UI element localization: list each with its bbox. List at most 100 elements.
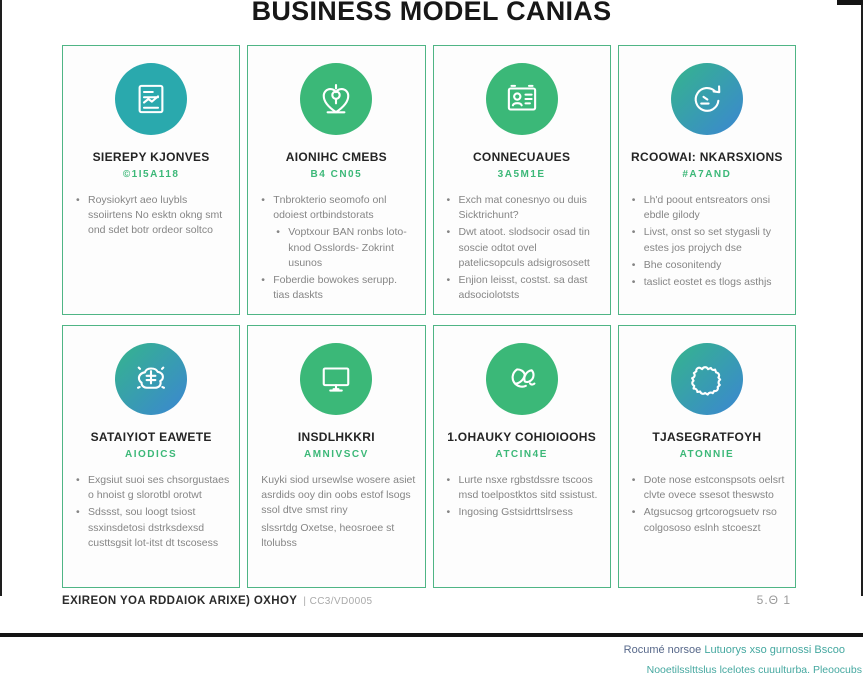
card-title: INSDLHKKRI — [297, 430, 375, 444]
heart-icon — [300, 63, 373, 135]
bullet-text: Dote nose estconspsots oelsrt clvte ovec… — [643, 474, 785, 502]
bullet-text: Tnbrokterio seomofo onl odoiest ortbinds… — [273, 194, 387, 222]
bullet-text: Roysiokyrt aeo luybls ssoiirtens No eskt… — [88, 194, 223, 237]
card-subtitle: ATONNIE — [679, 449, 735, 460]
bullet-item: • Exch mat conesnyo ou duis Sicktrichunt? — [447, 193, 601, 223]
footer-code: | CC3/VD0005 — [303, 596, 373, 607]
bullet-dot: • — [76, 474, 80, 486]
bullet-text: Dwt atoot. slodsocir osad tin soscie odt… — [458, 226, 590, 269]
bullet-item: • Bhe cosonitendy — [632, 258, 786, 273]
card-bullet-list: • Exgsiut suoi ses chsorgustaes o hnoist … — [63, 473, 239, 551]
canvas-card-7: 1.OHAUKY COHIOIOOHS ATCIN4E • Lurte nsxe … — [432, 325, 611, 588]
bullet-dot: • — [446, 474, 451, 486]
canvas-card-5: SATAIYIOT EAWETE AIODICS • Exgsiut suoi s… — [62, 325, 241, 588]
bullet-item: Kuyki siod ursewlse wosere asiet asrdids… — [261, 473, 415, 519]
card-subtitle: AMNIVSCV — [303, 449, 369, 460]
card-bullet-list: • Roysiokyrt aeo luybls ssoiirtens No esk… — [63, 193, 239, 239]
bullet-item: • Voptxour BAN ronbs loto-knod Osslords- … — [276, 225, 415, 271]
canvas-card-1: SIEREPY KJONVES ©1I5A118 • Roysiokyrt aeo… — [62, 45, 241, 315]
bullet-item: • Ingosing Gstsidrttslrsess — [447, 505, 601, 520]
bullet-item: •Dote nose estconspsots oelsrt clvte ove… — [632, 473, 786, 503]
bullet-text: Voptxour BAN ronbs loto-knod Osslords- Z… — [288, 226, 407, 269]
bullet-dot: • — [446, 274, 451, 287]
bullet-item: •Livst, onst so set stygasli ty estes jo… — [632, 225, 786, 255]
page-title: BUSINESS MODEL CANIAS — [251, 0, 612, 26]
note-line-1: Rocumé norsoe Lutuorys xso gurnossi Bsco… — [0, 644, 863, 656]
bullet-text: Livst, onst so set stygasli ty estes jos… — [643, 226, 771, 254]
card-subtitle: #A7AND — [682, 169, 732, 180]
left-edge-line — [0, 0, 2, 596]
note-label: Rocumé norsoe — [623, 644, 702, 656]
footer-page-number: 5.Θ 1 — [756, 593, 791, 607]
top-right-corner-mark — [837, 0, 863, 5]
bullet-item: • Foberdie bowokes serupp. tias daskts — [261, 273, 415, 303]
bullet-text: Foberdie bowokes serupp. tias daskts — [273, 274, 397, 302]
bullet-dot: • — [76, 194, 80, 206]
leaf-icon — [485, 343, 558, 415]
note-link-text: Lutuorys xso gurnossi Bscoo — [704, 644, 845, 656]
bullet-item: • Sdssst, sou loogt tsiost ssxinsdetosi d… — [76, 505, 230, 551]
bullet-text: Kuyki siod ursewlse wosere asiet asrdids… — [261, 474, 416, 517]
card-bullet-list: • Exch mat conesnyo ou duis Sicktrichunt?… — [434, 193, 610, 304]
canvas-card-8: TJASEGRATFOYH ATONNIE •Dote nose estcons… — [617, 325, 796, 588]
bullet-text: taslict eostet es tlogs asthjs — [643, 276, 772, 289]
card-bullet-list: • Lh'd poout entsreators onsi ebdle gilod… — [619, 193, 795, 290]
card-title: TJASEGRATFOYH — [652, 430, 762, 444]
monitor-icon — [300, 343, 373, 415]
card-title: RCOOWAI: NKARSXIONS — [631, 150, 783, 164]
card-subtitle: ATCIN4E — [495, 449, 548, 460]
bullet-dot: • — [446, 506, 451, 519]
card-subtitle: ©1I5A118 — [122, 169, 180, 180]
canvas-card-3: CONNECUAUES 3A5M1E • Exch mat conesnyo ou… — [432, 45, 611, 315]
bullet-item: • Enjion leisst, costst. sa dast adsociol… — [447, 273, 601, 303]
bullet-dot: • — [446, 194, 451, 206]
bullet-text: Ingosing Gstsidrttslrsess — [458, 506, 573, 519]
footer-heading: EXIREON YOA RDDAIOK ARIXE) OXHOY | CC3/VD… — [62, 595, 373, 607]
bullet-item: • Roysiokyrt aeo luybls ssoiirtens No esk… — [76, 193, 230, 239]
bullet-text: Sdssst, sou loogt tsiost ssxinsdetosi ds… — [88, 506, 219, 549]
bullet-text: Lh'd poout entsreators onsi ebdle gilody — [643, 194, 771, 222]
bullet-item: • Tnbrokterio seomofo onl odoiest ortbind… — [261, 193, 415, 223]
card-title: SIEREPY KJONVES — [92, 150, 210, 164]
bullet-text: Lurte nsxe rgbstdssre tscoos msd toelpos… — [458, 474, 598, 502]
canvas-card-6: INSDLHKKRI AMNIVSCV Kuyki siod ursewlse … — [247, 325, 426, 588]
card-subtitle: 3A5M1E — [497, 169, 546, 180]
bullet-item: •taslict eostet es tlogs asthjs — [632, 275, 786, 290]
bullet-dot: • — [631, 194, 636, 206]
canvas-card-4: RCOOWAI: NKARSXIONS #A7AND • Lh'd poout e… — [617, 45, 796, 315]
card-bullet-list: • Tnbrokterio seomofo onl odoiest ortbind… — [248, 193, 424, 304]
bullet-dot: • — [261, 274, 265, 287]
footer-heading-text: EXIREON YOA RDDAIOK ARIXE) OXHOY — [62, 595, 298, 607]
bullet-text: Enjion leisst, costst. sa dast adsociolo… — [458, 274, 588, 302]
card-bullet-list: •Dote nose estconspsots oelsrt clvte ove… — [619, 473, 795, 536]
bullet-item: • Lurte nsxe rgbstdssre tscoos msd toelpo… — [447, 473, 601, 503]
puzzle-icon — [670, 343, 743, 415]
card-bullet-list: Kuyki siod ursewlse wosere asiet asrdids… — [248, 473, 424, 551]
bullet-dot: • — [446, 226, 451, 239]
bullet-item: • Lh'd poout entsreators onsi ebdle gilod… — [632, 193, 786, 223]
canvas-card-2: AIONIHC CMEBS B4 CN05 •Tnbrokterio seomo… — [247, 45, 426, 315]
bullet-item: • Exgsiut suoi ses chsorgustaes o hnoist … — [76, 473, 230, 503]
divider-rule — [0, 633, 863, 637]
card-bullet-list: • Lurte nsxe rgbstdssre tscoos msd toelpo… — [434, 473, 610, 521]
card-subtitle: AIODICS — [125, 449, 178, 460]
bullet-dot: • — [276, 226, 280, 239]
bullet-item: slssrtdg Oxetse, heosroee st ltolubss — [261, 521, 415, 551]
bullet-text: Exgsiut suoi ses chsorgustaes o hnoist g… — [88, 474, 230, 502]
bullet-dot: • — [76, 506, 80, 519]
bullet-item: • Dwt atoot. slodsocir osad tin soscie od… — [447, 225, 601, 271]
card-title: 1.OHAUKY COHIOIOOHS — [447, 430, 597, 444]
bullet-dot: • — [631, 258, 636, 271]
card-title: CONNECUAUES — [472, 150, 571, 164]
bullet-text: Bhe cosonitendy — [643, 258, 722, 271]
id-card-icon — [485, 63, 558, 135]
card-subtitle: B4 CN05 — [310, 169, 363, 180]
note-line-2: Nooetilsslttslus lcelotes cuuulturba. Pl… — [646, 664, 862, 676]
bullet-text: Exch mat conesnyo ou duis Sicktrichunt? — [458, 194, 587, 222]
document-chart-icon — [115, 63, 188, 135]
bullet-dot: • — [261, 194, 265, 206]
card-title: SATAIYIOT EAWETE — [90, 430, 212, 444]
footer: EXIREON YOA RDDAIOK ARIXE) OXHOY | CC3/VD… — [0, 593, 863, 607]
bullet-text: slssrtdg Oxetse, heosroee st ltolubss — [261, 521, 395, 549]
